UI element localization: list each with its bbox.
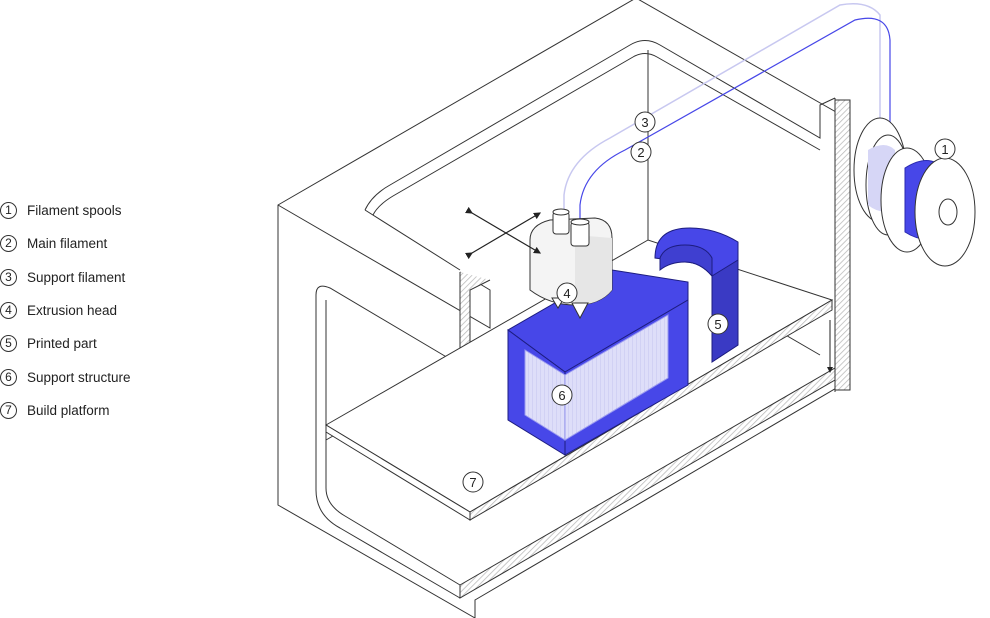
legend-number: 3: [0, 268, 17, 286]
callout-3: 3: [634, 111, 656, 133]
svg-text:7: 7: [469, 475, 476, 490]
legend-label: Main filament: [27, 235, 108, 251]
legend-item-support-structure: 6 Support structure: [0, 365, 131, 389]
legend-label: Support filament: [27, 269, 126, 285]
legend-number: 1: [0, 201, 17, 219]
callout-6: 6: [551, 384, 573, 406]
svg-text:5: 5: [714, 317, 721, 332]
filaments: [563, 3, 891, 240]
legend-item-extrusion-head: 4 Extrusion head: [0, 298, 117, 322]
svg-text:4: 4: [563, 286, 570, 301]
legend-item-build-platform: 7 Build platform: [0, 398, 110, 422]
legend-label: Printed part: [27, 335, 97, 351]
legend-label: Support structure: [27, 369, 131, 385]
svg-text:6: 6: [558, 388, 565, 403]
svg-text:1: 1: [941, 142, 948, 157]
filament-spools: [853, 117, 976, 267]
legend-number: 7: [0, 401, 17, 419]
callout-5: 5: [707, 313, 729, 335]
callout-2: 2: [630, 141, 652, 163]
legend-number: 6: [0, 368, 17, 386]
legend-label: Filament spools: [27, 202, 122, 218]
callout-4: 4: [556, 282, 578, 304]
extrusion-head: [529, 208, 613, 320]
legend-number: 4: [0, 301, 17, 319]
legend-number: 2: [0, 234, 17, 252]
callouts: 1 2 3 4 5 6 7: [462, 111, 956, 493]
xy-movement-arrows-icon: [465, 206, 542, 260]
callout-7: 7: [462, 471, 484, 493]
legend-label: Build platform: [27, 402, 110, 418]
callout-1: 1: [934, 138, 956, 160]
svg-text:3: 3: [641, 115, 648, 130]
legend-item-filament-spools: 1 Filament spools: [0, 198, 122, 222]
main-filament-line: [579, 17, 891, 240]
legend-label: Extrusion head: [27, 302, 118, 318]
svg-text:2: 2: [637, 145, 644, 160]
legend-item-support-filament: 3 Support filament: [0, 265, 125, 289]
legend-item-printed-part: 5 Printed part: [0, 331, 97, 355]
support-filament-line: [563, 3, 881, 212]
legend-item-main-filament: 2 Main filament: [0, 231, 107, 255]
legend-number: 5: [0, 334, 17, 352]
